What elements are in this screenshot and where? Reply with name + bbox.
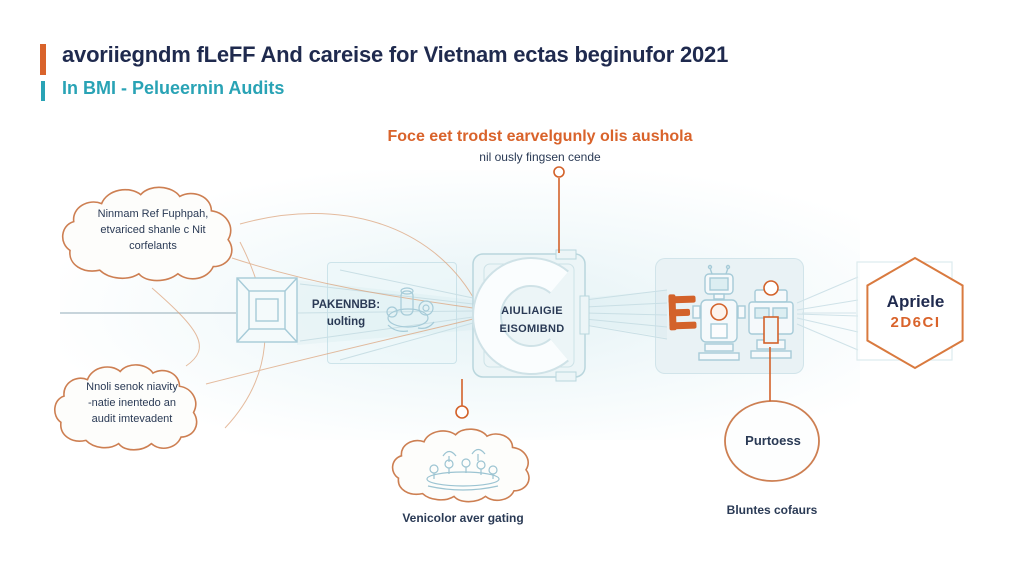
bottom-center-caption: Venicolor aver gating [402, 511, 524, 525]
projector-frame-icon [236, 277, 298, 343]
cloud-top-left [63, 187, 232, 280]
subtitle-accent-bar [41, 81, 45, 101]
center-node-box [472, 249, 590, 382]
cloud-top-left-line3: corfelants [129, 239, 177, 252]
cloud-top-left-line1: Ninmam Ref Fuphpah, [97, 208, 209, 220]
center-node-line1: AIULIAIGIE [501, 305, 563, 317]
package-node-label: PAKENNBB: uolting [300, 297, 392, 332]
orange-stack-icon [668, 294, 697, 331]
fan-lines-right [584, 289, 668, 340]
cloud-bottom-left-line1: Nnoli senok niavity [86, 381, 178, 393]
cloud-top-left-text: Ninmam Ref Fuphpah, etvariced shanle c N… [83, 207, 223, 255]
fan-lines-hexagon [796, 276, 859, 351]
hexagon-label: Apriele [886, 292, 945, 311]
callout-subheading: nil ously fingsen cende [479, 150, 601, 164]
center-node-label: AIULIAIGIE EISOMIBND [486, 303, 578, 338]
callout-heading: Foce eet trodst earvelgunly olis aushola [387, 128, 693, 145]
robot-sketch-icon [692, 264, 746, 361]
connector-lines [455, 166, 771, 419]
c-ring-icon [472, 257, 569, 375]
cloud-bottom-left-line3: audit imtevadent [91, 412, 173, 425]
cloud-bottom-left-text: Nnoli senok niavity -natie inentedo an a… [66, 380, 198, 428]
orange-guide-curves [151, 213, 474, 429]
console-sketch-icon [748, 280, 794, 359]
cloud-bottom-left-line2: -natie inentedo an [87, 396, 177, 409]
cloud-top-left-line2: etvariced shanle c Nit [100, 223, 206, 236]
ellipse-node [724, 400, 820, 482]
center-node-line2: EISOMIBND [499, 322, 565, 335]
page-title: avoriiegndm fLeFF And careise for Vietna… [62, 42, 729, 67]
machine-sketch-icon [386, 287, 435, 332]
page-subtitle: In BMI - Pelueernin Audits [62, 78, 285, 98]
hexagon-value: 2D6CI [890, 314, 941, 331]
bottom-right-caption: Bluntes cofaurs [726, 503, 818, 517]
fan-lines-left [297, 269, 474, 361]
cloud-bottom-left [55, 365, 197, 450]
title-accent-bar [40, 44, 46, 75]
package-node-line1: PAKENNBB: [311, 299, 381, 311]
cloud-bottom-center [393, 429, 529, 501]
ellipse-node-label: Purtoess [745, 433, 801, 448]
hexagon-node [866, 256, 964, 370]
package-node-line2: uolting [326, 316, 366, 329]
meeting-sketch-icon [426, 448, 500, 491]
